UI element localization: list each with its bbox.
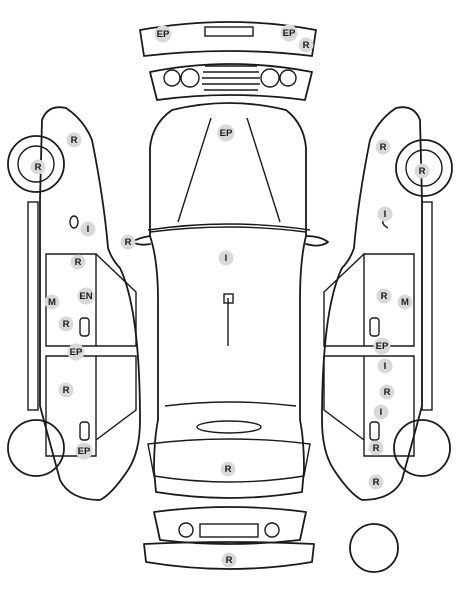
marker-badge xyxy=(414,163,430,179)
marker-left-fender-i[interactable]: I xyxy=(80,221,96,237)
marker-badge xyxy=(221,552,237,568)
marker-code: I xyxy=(87,224,90,235)
marker-code: I xyxy=(380,407,383,418)
marker-badge xyxy=(373,404,389,420)
marker-code: EP xyxy=(220,128,233,139)
marker-code: R xyxy=(75,257,82,268)
front-bumper-view xyxy=(139,21,317,101)
marker-right-rear-door-r[interactable]: R xyxy=(379,384,395,400)
marker-code: R xyxy=(419,166,426,177)
marker-code: M xyxy=(48,297,56,308)
marker-code: M xyxy=(401,297,409,308)
marker-code: R xyxy=(35,162,42,173)
marker-code: R xyxy=(381,291,388,302)
marker-badge xyxy=(30,159,46,175)
marker-code: EP xyxy=(157,29,170,40)
marker-badge xyxy=(154,25,172,43)
marker-left-rear-door-r[interactable]: R xyxy=(58,382,74,398)
marker-right-front-door-r[interactable]: R xyxy=(376,288,392,304)
marker-left-front-wheel-r[interactable]: R xyxy=(30,159,46,175)
car-top-view xyxy=(131,102,329,499)
marker-code: R xyxy=(373,477,380,488)
marker-right-rear-door-i2[interactable]: I xyxy=(373,404,389,420)
marker-code: EP xyxy=(70,347,83,358)
marker-left-rocker-m[interactable]: M xyxy=(44,294,60,310)
marker-badge xyxy=(58,316,74,332)
marker-left-pillar-ep[interactable]: EP xyxy=(67,343,85,361)
marker-badge xyxy=(377,206,393,222)
rear-bumper-view xyxy=(143,506,315,570)
marker-front-bumper-r[interactable]: R xyxy=(298,37,314,53)
marker-badge xyxy=(120,234,136,250)
marker-badge xyxy=(298,37,314,53)
marker-badge xyxy=(373,337,391,355)
marker-code: R xyxy=(226,555,233,566)
left-side-view xyxy=(7,106,141,501)
marker-badge xyxy=(67,343,85,361)
spare-circle xyxy=(349,523,399,573)
marker-code: R xyxy=(125,237,132,248)
marker-trunk-r[interactable]: R xyxy=(220,461,236,477)
marker-badge xyxy=(218,250,234,266)
marker-code: R xyxy=(71,135,78,146)
marker-badge xyxy=(220,461,236,477)
marker-right-fender-i[interactable]: I xyxy=(377,206,393,222)
marker-left-front-door-r[interactable]: R xyxy=(70,254,86,270)
marker-code: R xyxy=(63,385,70,396)
marker-right-front-wheel-r[interactable]: R xyxy=(414,163,430,179)
marker-code: R xyxy=(380,142,387,153)
marker-badge xyxy=(66,132,82,148)
marker-badge xyxy=(397,294,413,310)
marker-code: R xyxy=(303,40,310,51)
marker-code: R xyxy=(373,443,380,454)
marker-left-rear-ep[interactable]: EP xyxy=(75,442,93,460)
marker-badge xyxy=(44,294,60,310)
marker-right-quarter-r[interactable]: R xyxy=(368,474,384,490)
marker-badge xyxy=(280,24,298,42)
marker-roof-i[interactable]: I xyxy=(218,250,234,266)
marker-badge xyxy=(377,358,393,374)
marker-code: R xyxy=(384,387,391,398)
marker-badge xyxy=(75,442,93,460)
marker-left-front-fender-r[interactable]: R xyxy=(66,132,82,148)
marker-right-rear-door-i[interactable]: I xyxy=(377,358,393,374)
marker-right-rear-r[interactable]: R xyxy=(368,440,384,456)
marker-code: EP xyxy=(376,341,389,352)
marker-right-pillar-ep[interactable]: EP xyxy=(373,337,391,355)
marker-code: R xyxy=(225,464,232,475)
marker-left-front-door-r2[interactable]: R xyxy=(58,316,74,332)
marker-badge xyxy=(379,384,395,400)
marker-code: I xyxy=(384,361,387,372)
marker-left-mirror-r[interactable]: R xyxy=(120,234,136,250)
marker-badge xyxy=(217,124,235,142)
marker-code: I xyxy=(384,209,387,220)
marker-badge xyxy=(77,287,95,305)
marker-badge xyxy=(58,382,74,398)
marker-left-front-door-en[interactable]: EN xyxy=(77,287,95,305)
marker-badge xyxy=(70,254,86,270)
marker-badge xyxy=(368,474,384,490)
marker-right-rocker-m[interactable]: M xyxy=(397,294,413,310)
marker-hood-ep[interactable]: EP xyxy=(217,124,235,142)
marker-code: EN xyxy=(79,291,92,302)
marker-right-front-fender-r[interactable]: R xyxy=(375,139,391,155)
marker-code: R xyxy=(63,319,70,330)
right-side-view xyxy=(321,106,453,501)
marker-badge xyxy=(376,288,392,304)
marker-badge xyxy=(368,440,384,456)
marker-code: I xyxy=(225,253,228,264)
marker-badge xyxy=(80,221,96,237)
marker-front-bumper-ep-left[interactable]: EP xyxy=(154,25,172,43)
marker-code: EP xyxy=(283,28,296,39)
marker-badge xyxy=(375,139,391,155)
marker-rear-bumper-r[interactable]: R xyxy=(221,552,237,568)
marker-front-bumper-ep-right[interactable]: EP xyxy=(280,24,298,42)
marker-code: EP xyxy=(78,446,91,457)
